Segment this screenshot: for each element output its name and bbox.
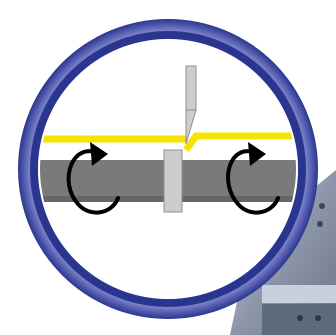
foil-right (183, 132, 296, 153)
inner-ring-border (30, 31, 306, 307)
blade-holder (163, 149, 183, 213)
rotation-arrow-right-icon (226, 142, 280, 215)
rotation-arrow-left-icon (66, 142, 120, 215)
cutting-blade-icon (185, 65, 197, 145)
